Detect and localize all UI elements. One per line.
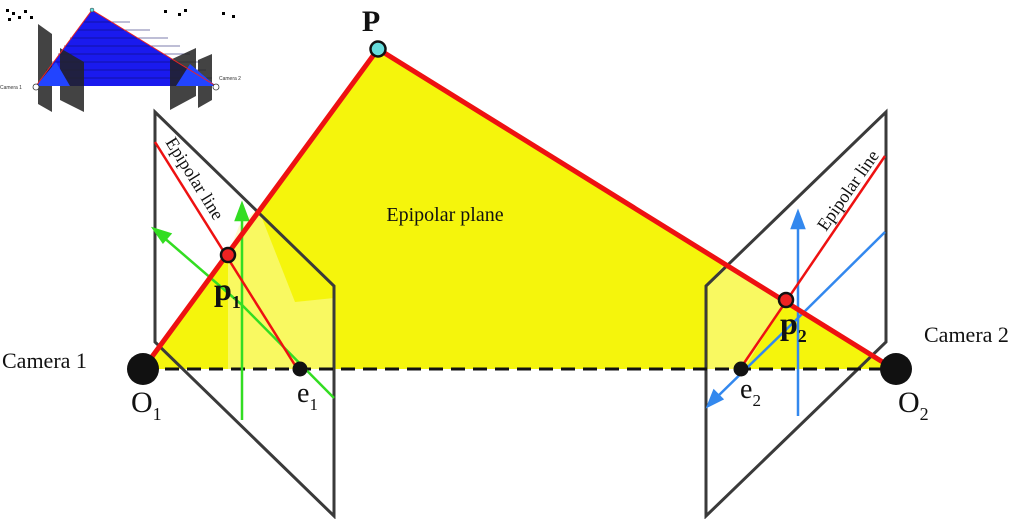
camera-center-O2 [880,353,912,385]
image-plane-left [153,108,336,519]
label-epipolar-line-right: Epipolar line [813,146,883,234]
label-p1: p1 [214,271,241,312]
label-O2: O2 [898,386,929,424]
label-O1-subscript: 1 [153,404,162,424]
epipolar-line-right [738,155,887,370]
camera-axes-right [705,208,886,416]
thumbnail-point-P [89,7,95,13]
label-epipolar-plane: Epipolar plane [386,204,503,226]
label-camera-1: Camera 1 [2,348,87,373]
label-e1-letter: e [297,378,309,409]
epipole-e2 [733,361,749,377]
label-O1: O1 [131,386,162,424]
label-e1: e1 [297,378,318,414]
label-epipolar-line-left: Epipolar line [162,134,229,224]
label-p2-subscript: 2 [798,326,807,346]
label-O2-subscript: 2 [920,404,929,424]
image-plane-right [704,108,888,519]
label-O2-letter: O [898,386,920,419]
thumbnail-camera-center-right [212,83,220,91]
image-point-p2 [777,291,795,309]
camera-axes-left [150,200,335,420]
label-p1-letter: p [214,271,232,307]
thumbnail-camera-center-left [32,83,40,91]
epipole-e1 [292,361,308,377]
label-p1-subscript: 1 [232,292,241,312]
label-e2: e2 [740,374,761,410]
thumbnail-camera-right-label: Camera 2 [219,76,241,82]
ray-P-O2 [376,46,896,372]
ray-O1-P [140,47,381,371]
label-camera-2: Camera 2 [924,322,1009,347]
label-O1-letter: O [131,386,153,419]
thumbnail-diagram: Camera 1 Camera 2 [0,7,241,112]
thumbnail-camera-left-label: Camera 1 [0,85,22,91]
thumbnail-image-plane-left-back [60,48,84,112]
camera-center-O1 [127,353,159,385]
epipolar-plane-behind-left-image [228,208,334,369]
label-p2-letter: p [780,305,798,341]
image-point-p1 [219,246,237,264]
label-e1-subscript: 1 [309,395,318,414]
label-P: P [362,5,380,38]
point-P [369,40,387,58]
label-e2-subscript: 2 [752,391,761,410]
label-e2-letter: e [740,374,752,405]
label-p2: p2 [780,305,807,346]
thumbnail-image-plane-left [38,24,52,112]
